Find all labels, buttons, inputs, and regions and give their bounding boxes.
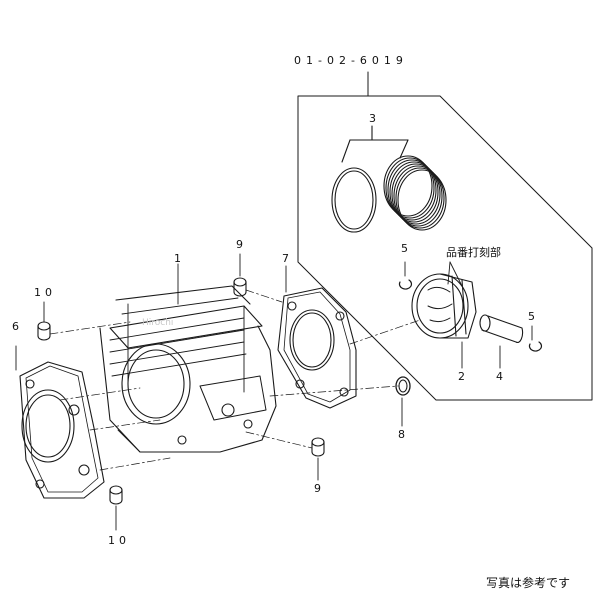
head-gasket <box>277 265 357 409</box>
callout-6: 6 <box>12 320 19 333</box>
kit-part-number: 01-02-6019 <box>294 54 408 67</box>
callout-1: 1 <box>174 252 181 265</box>
watermark: Hirochi <box>142 318 174 328</box>
callout-4: 4 <box>496 370 503 383</box>
piston <box>411 261 477 369</box>
dowel-pin-9-bottom <box>311 437 325 481</box>
callout-5-right: 5 <box>528 310 535 323</box>
assembly-center-lines <box>49 289 421 471</box>
callout-5-left: 5 <box>401 242 408 255</box>
callout-3: 3 <box>369 112 376 125</box>
piston-pin-clips <box>398 261 543 352</box>
base-gasket <box>15 345 105 499</box>
dowel-pin-9-top <box>233 253 247 297</box>
dowel-pin-10-bottom <box>109 485 123 531</box>
dowel-pin-10-top <box>37 301 51 341</box>
cylinder <box>99 263 277 453</box>
callout-10-top: 10 <box>34 286 56 299</box>
callout-2: 2 <box>458 370 465 383</box>
stamp-location-label: 品番打刻部 <box>446 246 501 259</box>
callout-9-bottom: 9 <box>314 482 321 495</box>
callout-9-top: 9 <box>236 238 243 251</box>
callout-7: 7 <box>282 252 289 265</box>
piston-pin <box>479 314 524 369</box>
piston-kit-bracket <box>297 71 593 401</box>
callout-8: 8 <box>398 428 405 441</box>
reference-photo-note: 写真は参考です <box>486 576 571 590</box>
callout-10-bottom: 10 <box>108 534 130 547</box>
o-ring <box>395 376 411 427</box>
piston-rings <box>331 125 447 233</box>
